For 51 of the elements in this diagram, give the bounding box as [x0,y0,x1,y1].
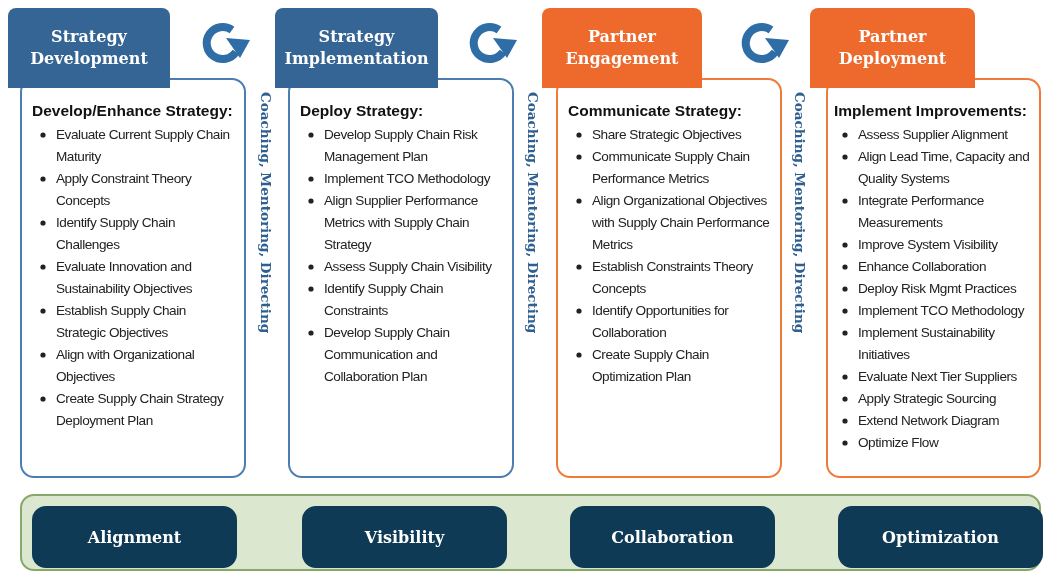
pillar-band [20,494,1041,571]
bullet-item: Apply Strategic Sourcing [858,391,997,406]
card-heading: Communicate Strategy: [568,102,742,120]
bullet-item: Share Strategic Objectives [592,127,742,142]
card-heading: Implement Improvements: [834,102,1027,120]
bullet-item: Deploy Risk Mgmt Practices [858,281,1017,296]
phase-tab: Partner Engagement [542,8,702,88]
bullet-item: Evaluate Innovation and Sustainability Objectives [56,259,193,296]
bullet-item: Communicate Supply Chain Performance Metrics [592,149,750,186]
bullet-item: Improve System Visibility [858,237,998,252]
pillar-label: Optimization [838,506,1043,568]
bullet-item: Align with Organizational Objectives [56,347,195,384]
pillar-label: Alignment [32,506,237,568]
bullet-item: Implement Sustainability Initiatives [858,325,995,362]
bullet-item: Assess Supply Chain Visibility [324,259,492,274]
bullet-item: Align Supplier Performance Metrics with Supply Chain Strategy [324,193,478,252]
bullet-item: Establish Constraints Theory Concepts [592,259,753,296]
bullet-item: Implement TCO Methodology [324,171,491,186]
bullet-item: Apply Constraint Theory Concepts [56,171,192,208]
bullet-item: Create Supply Chain Strategy Deployment Plan [56,391,224,428]
phase-card [20,78,246,478]
phase-card [556,78,782,478]
bullet-item: Evaluate Current Supply Chain Maturity [56,127,230,164]
bullet-item: Implement TCO Methodology [858,303,1025,318]
pillar-label: Collaboration [570,506,775,568]
bullet-item: Create Supply Chain Optimization Plan [592,347,709,384]
bullet-item: Identify Supply Chain Challenges [56,215,175,252]
pillar-label: Visibility [302,506,507,568]
bullet-item: Assess Supplier Alignment [858,127,1008,142]
phase-tab: Partner Deployment [810,8,975,88]
vertical-label: Coaching, Mentoring, Directing [525,92,541,334]
bullet-item: Evaluate Next Tier Suppliers [858,369,1017,384]
bullet-item: Align Organizational Objectives with Supply Chain Performance Metrics [592,193,770,252]
bullet-item: Develop Supply Chain Risk Management Plan [324,127,478,164]
phase-card [826,78,1041,478]
bullet-item: Enhance Collaboration [858,259,987,274]
bullet-item: Identify Opportunities for Collaboration [592,303,729,340]
bullet-item: Develop Supply Chain Communication and Collaboration Plan [324,325,450,384]
bullet-item: Identify Supply Chain Constraints [324,281,443,318]
vertical-label: Coaching, Mentoring, Directing [258,92,274,334]
bullet-item: Optimize Flow [858,435,939,450]
bullet-item: Align Lead Time, Capacity and Quality Systems [858,149,1030,186]
vertical-label: Coaching, Mentoring, Directing [792,92,808,334]
card-heading: Develop/Enhance Strategy: [32,102,233,120]
phase-card [288,78,514,478]
bullet-item: Extend Network Diagram [858,413,1000,428]
bullet-item: Establish Supply Chain Strategic Objectives [56,303,186,340]
card-heading: Deploy Strategy: [300,102,424,120]
phase-tab: Strategy Development [8,8,170,88]
phase-tab: Strategy Implementation [275,8,438,88]
bullet-item: Integrate Performance Measurements [858,193,984,230]
